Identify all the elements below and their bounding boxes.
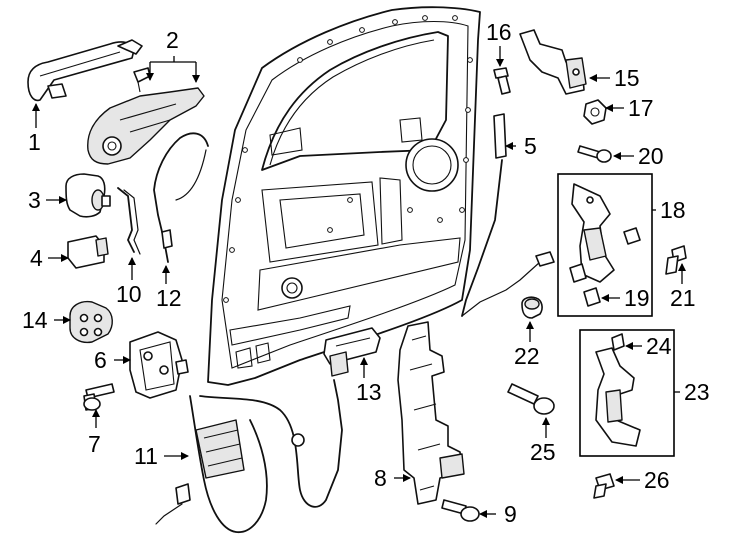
upper-hinge <box>519 29 587 95</box>
handle-cable <box>153 132 209 263</box>
callout-21: 21 <box>670 285 696 311</box>
check-bolt <box>441 499 480 522</box>
callout-11: 11 <box>134 443 158 469</box>
callout-24: 24 <box>646 333 672 359</box>
hinge-assembly-23 <box>595 333 641 447</box>
callout-2: 2 <box>166 27 179 53</box>
door-bumper <box>521 296 543 319</box>
leader-lines <box>32 46 686 518</box>
callout-15: 15 <box>614 65 640 91</box>
callout-9: 9 <box>504 501 517 527</box>
callout-22: 22 <box>514 343 540 369</box>
callout-18: 18 <box>660 197 686 223</box>
hinge-nut <box>583 99 607 125</box>
lock-cylinder <box>65 173 111 218</box>
hinge-assembly-18 <box>569 183 641 307</box>
door-inner-panel <box>207 6 481 386</box>
callout-labels: 1 2 3 4 5 6 7 8 9 10 11 12 13 14 15 16 1… <box>22 19 710 527</box>
callout-26: 26 <box>644 467 670 493</box>
callout-16: 16 <box>486 19 512 45</box>
callout-17: 17 <box>628 95 654 121</box>
callout-8: 8 <box>374 465 387 491</box>
callout-5: 5 <box>524 133 537 159</box>
bolt-21 <box>665 245 687 275</box>
callout-10: 10 <box>116 281 142 307</box>
callout-4: 4 <box>30 245 43 271</box>
part-23-group-box <box>579 329 675 457</box>
callout-25: 25 <box>530 439 556 465</box>
callout-19: 19 <box>624 285 650 311</box>
callout-23: 23 <box>684 379 710 405</box>
hinge-bolt-25 <box>507 383 555 415</box>
hinge-bolt-20 <box>577 145 612 163</box>
latch-bolt <box>83 383 115 411</box>
door-check <box>397 321 465 505</box>
callout-12: 12 <box>156 285 182 311</box>
callout-14: 14 <box>22 307 48 333</box>
callout-7: 7 <box>88 431 101 457</box>
callout-20: 20 <box>638 143 664 169</box>
handle-bracket <box>87 67 205 165</box>
lock-rod <box>117 187 141 255</box>
bolt-26 <box>593 473 615 499</box>
part-18-group-box <box>557 173 653 317</box>
outside-handle <box>27 39 143 102</box>
callout-1: 1 <box>28 129 41 155</box>
door-switch <box>67 235 109 269</box>
callout-3: 3 <box>28 187 41 213</box>
striker-plate <box>69 300 113 344</box>
callout-13: 13 <box>356 379 382 405</box>
outside-handle-rod <box>461 113 555 317</box>
inside-handle <box>323 327 381 377</box>
callout-6: 6 <box>94 347 107 373</box>
door-latch <box>129 331 189 399</box>
bolt-16 <box>493 67 511 95</box>
remote-cable <box>155 379 343 533</box>
